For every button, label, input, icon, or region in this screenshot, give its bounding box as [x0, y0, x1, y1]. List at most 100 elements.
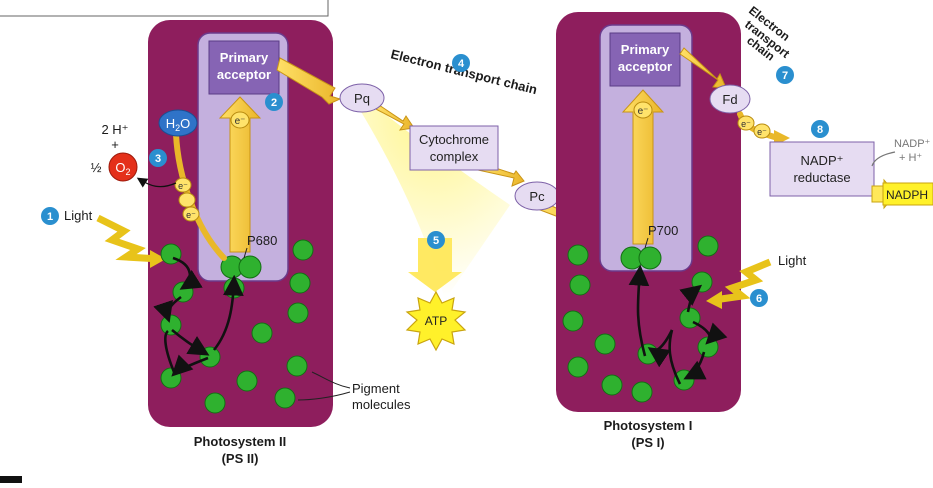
ps1-abbrev: (PS I) [631, 435, 664, 450]
pigment-molecule [594, 333, 616, 355]
cytochrome-complex [409, 125, 499, 171]
h2o-formula: H2O [166, 116, 191, 133]
pigment-pointer-1 [311, 371, 351, 389]
cytochrome-label-line1: Cytochrome [419, 132, 489, 147]
pigment-molecule [199, 346, 221, 368]
step-badge-1 [41, 207, 59, 225]
pigment-label-line1: Pigment [352, 381, 400, 396]
ps2-electron-label: e⁻ [235, 116, 246, 127]
oxygen-release-arrow [136, 177, 177, 188]
ps2-p680-pigment-b [238, 255, 262, 279]
step-badge-3-number: 3 [155, 153, 161, 165]
page-edge-mark [0, 476, 22, 483]
lightning-bolt-tip-icon [150, 250, 166, 268]
ps2-energy-transfer-arrows [153, 256, 244, 377]
step-badge-2-number: 2 [271, 97, 277, 109]
light-2-label: Light [778, 253, 807, 268]
nadph-label: NADPH [886, 188, 928, 202]
ps2-to-pq-arrow [276, 57, 342, 105]
pigment-molecule [631, 381, 653, 403]
ferredoxin-carrier [709, 84, 751, 114]
pq-label: Pq [354, 91, 370, 106]
step-badge-5 [427, 231, 445, 249]
pigment-molecule [569, 274, 591, 296]
pigment-pointer-2 [297, 391, 351, 401]
nadph-box [882, 182, 933, 206]
water-electron-2 [178, 192, 196, 208]
ps1-primary-acceptor-line2: acceptor [618, 59, 672, 74]
water-electron-1 [174, 177, 192, 193]
half-coefficient: ½ [91, 160, 102, 175]
atp-energy-glow [360, 110, 510, 300]
fd-label: Fd [722, 92, 737, 107]
pigment-molecule [567, 244, 589, 266]
ps1-excitation-arrow [621, 89, 665, 245]
pigment-molecule [697, 336, 719, 358]
ps2-primary-acceptor-line1: Primary [220, 50, 269, 65]
pigment-molecule [562, 310, 584, 332]
lightning-bolt-icon [713, 258, 772, 304]
light-1-label: Light [64, 208, 93, 223]
nadp-input-line2: + H⁺ [899, 152, 922, 164]
water-electron-3 [182, 206, 200, 222]
fd-electron-2-label: e⁻ [757, 127, 767, 137]
pigment-molecule [691, 271, 713, 293]
pigment-molecule [236, 370, 258, 392]
ps1-electron [633, 101, 653, 119]
step-badge-6 [750, 289, 768, 307]
ps1-p700-pointer [644, 237, 649, 249]
ps1-to-fd-arrow [679, 47, 727, 89]
ps2-primary-acceptor [208, 40, 280, 95]
water-molecule [158, 109, 198, 137]
ps1-primary-acceptor [609, 32, 681, 87]
etc1-label: Electron transport chain [389, 46, 538, 97]
pigment-molecule [274, 387, 296, 409]
cytochrome-label-line2: complex [430, 149, 479, 164]
pigment-molecule [289, 272, 311, 294]
fd-electron-1 [737, 115, 755, 131]
pigment-molecule [172, 281, 194, 303]
nadp-input-line1: NADP⁺ [894, 138, 931, 150]
step-badge-5-number: 5 [433, 235, 439, 247]
pigment-molecule [287, 302, 309, 324]
step-badge-1-number: 1 [47, 211, 53, 223]
water-electron-1-label: e⁻ [178, 181, 188, 191]
caption-box-edge [0, 0, 329, 17]
ps1-title: Photosystem I [604, 418, 693, 433]
ps1-electron-label: e⁻ [638, 106, 649, 117]
ps2-primary-acceptor-line2: acceptor [217, 67, 271, 82]
pigment-molecule [637, 343, 659, 365]
step-badge-2 [265, 93, 283, 111]
step-badge-7 [776, 66, 794, 84]
plastoquinone-carrier [339, 83, 385, 113]
step-badge-6-number: 6 [756, 293, 762, 305]
pigment-molecule [160, 314, 182, 336]
step-badge-8 [811, 120, 829, 138]
ps2-excitation-arrow [218, 96, 262, 253]
plus-sign: + [111, 137, 119, 152]
pigment-label-line2: molecules [352, 397, 411, 412]
pc-label: Pc [529, 189, 545, 204]
water-electron-3-label: e⁻ [186, 210, 196, 220]
step-badge-4 [452, 54, 470, 72]
oxygen-molecule [108, 152, 138, 182]
nadp-reductase-line2: reductase [793, 170, 850, 185]
pigment-molecule [286, 355, 308, 377]
pigment-molecule [251, 322, 273, 344]
nadp-reductase-box [769, 141, 875, 197]
ps1-p700-pigment-b [638, 246, 662, 270]
nadp-reductase-line1: NADP⁺ [801, 153, 844, 168]
lightning-bolt-tip-icon [706, 291, 722, 309]
atp-energy-arrow [408, 238, 462, 292]
ps1-energy-transfer-arrows [628, 264, 728, 385]
pigment-molecule [697, 235, 719, 257]
pigment-molecule [292, 239, 314, 261]
ps1-p700-label: P700 [648, 223, 678, 238]
nadp-input-arrow [871, 151, 896, 167]
ps2-abbrev: (PS II) [222, 451, 259, 466]
pigment-molecule [204, 392, 226, 414]
atp-starburst-icon [405, 290, 467, 352]
step-badge-8-number: 8 [817, 124, 823, 136]
ps2-p680-label: P680 [247, 233, 277, 248]
